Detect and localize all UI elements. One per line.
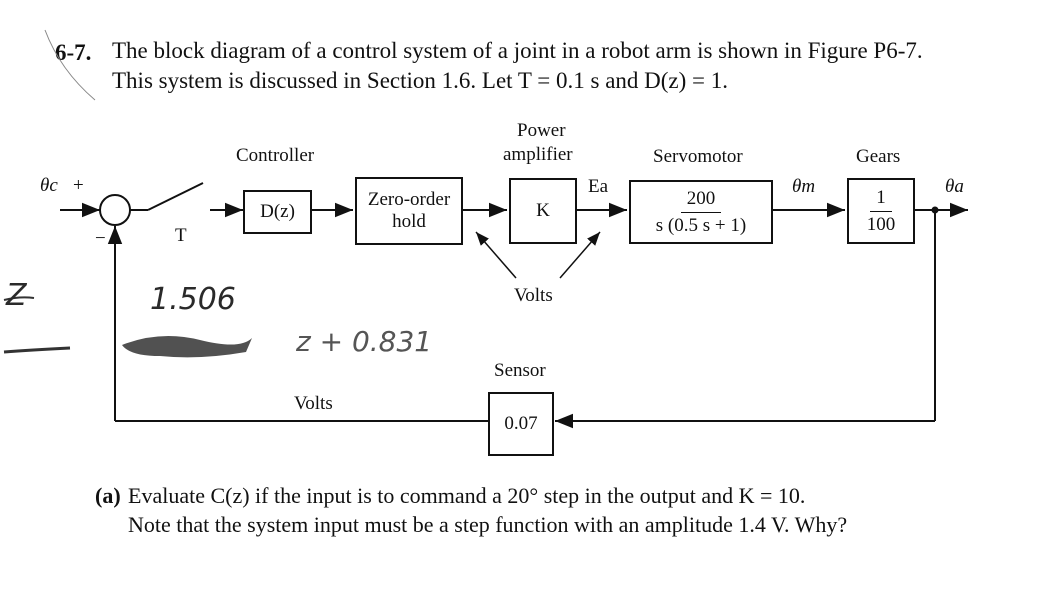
sensor-block: 0.07	[488, 392, 554, 456]
volts-arrow-right	[559, 231, 601, 279]
amplifier-block: K	[509, 178, 577, 244]
controller-block-label: D(z)	[260, 201, 295, 222]
gears-title: Gears	[856, 146, 901, 167]
handwritten-note-1: 1.506	[150, 282, 236, 317]
question-a-label: (a)	[95, 483, 121, 508]
question-a-line-1: Evaluate C(z) if the input is to command…	[128, 483, 806, 508]
controller-block: D(z)	[243, 190, 312, 234]
theta-m-label: θm	[792, 176, 816, 197]
handwritten-dash	[3, 346, 71, 354]
output-theta-a: θa	[945, 176, 964, 197]
handwritten-margin-mark: Z	[6, 278, 27, 313]
page-edge-mark	[44, 29, 96, 101]
volts-arrow-left	[475, 231, 517, 279]
servo-denominator: s (0.5 s + 1)	[655, 214, 747, 236]
controller-title: Controller	[236, 145, 315, 166]
handwritten-scribble	[122, 336, 252, 358]
servomotor-title: Servomotor	[653, 146, 743, 167]
handwritten-note-2: z + 0.831	[296, 325, 433, 358]
gears-numerator: 1	[870, 187, 892, 212]
amp-title-line1: Power	[517, 120, 566, 141]
gears-ratio: 1 100	[867, 187, 896, 236]
zoh-label-line1: Zero-order	[367, 189, 451, 210]
zoh-label-line2: hold	[392, 211, 426, 232]
input-theta-c: θc	[40, 175, 58, 196]
problem-text-line-2: This system is discussed in Section 1.6.…	[112, 68, 729, 93]
sampler-label: T	[175, 225, 187, 246]
gears-block: 1 100	[847, 178, 915, 244]
question-a-line-2: Note that the system input must be a ste…	[128, 512, 848, 537]
handwritten-curve	[3, 296, 35, 301]
sensor-gain-label: 0.07	[504, 413, 538, 434]
volts-label: Volts	[514, 285, 553, 306]
sensor-title: Sensor	[494, 360, 546, 381]
zoh-block: Zero-order hold	[355, 177, 463, 245]
servo-numerator: 200	[680, 188, 722, 213]
amp-output-ea: Ea	[588, 176, 609, 197]
amp-title-line2: amplifier	[503, 144, 573, 165]
problem-text-line-1: The block diagram of a control system of…	[112, 38, 923, 63]
amplifier-gain-label: K	[536, 200, 550, 221]
minus-sign: −	[95, 228, 106, 249]
feedback-volts-label: Volts	[294, 393, 333, 414]
plus-sign: +	[73, 175, 84, 196]
summing-junction	[99, 194, 131, 226]
servomotor-transfer-function: 200 s (0.5 s + 1)	[656, 188, 746, 237]
servomotor-block: 200 s (0.5 s + 1)	[629, 180, 773, 244]
gears-denominator: 100	[866, 213, 896, 235]
sampler-switch	[147, 182, 204, 211]
